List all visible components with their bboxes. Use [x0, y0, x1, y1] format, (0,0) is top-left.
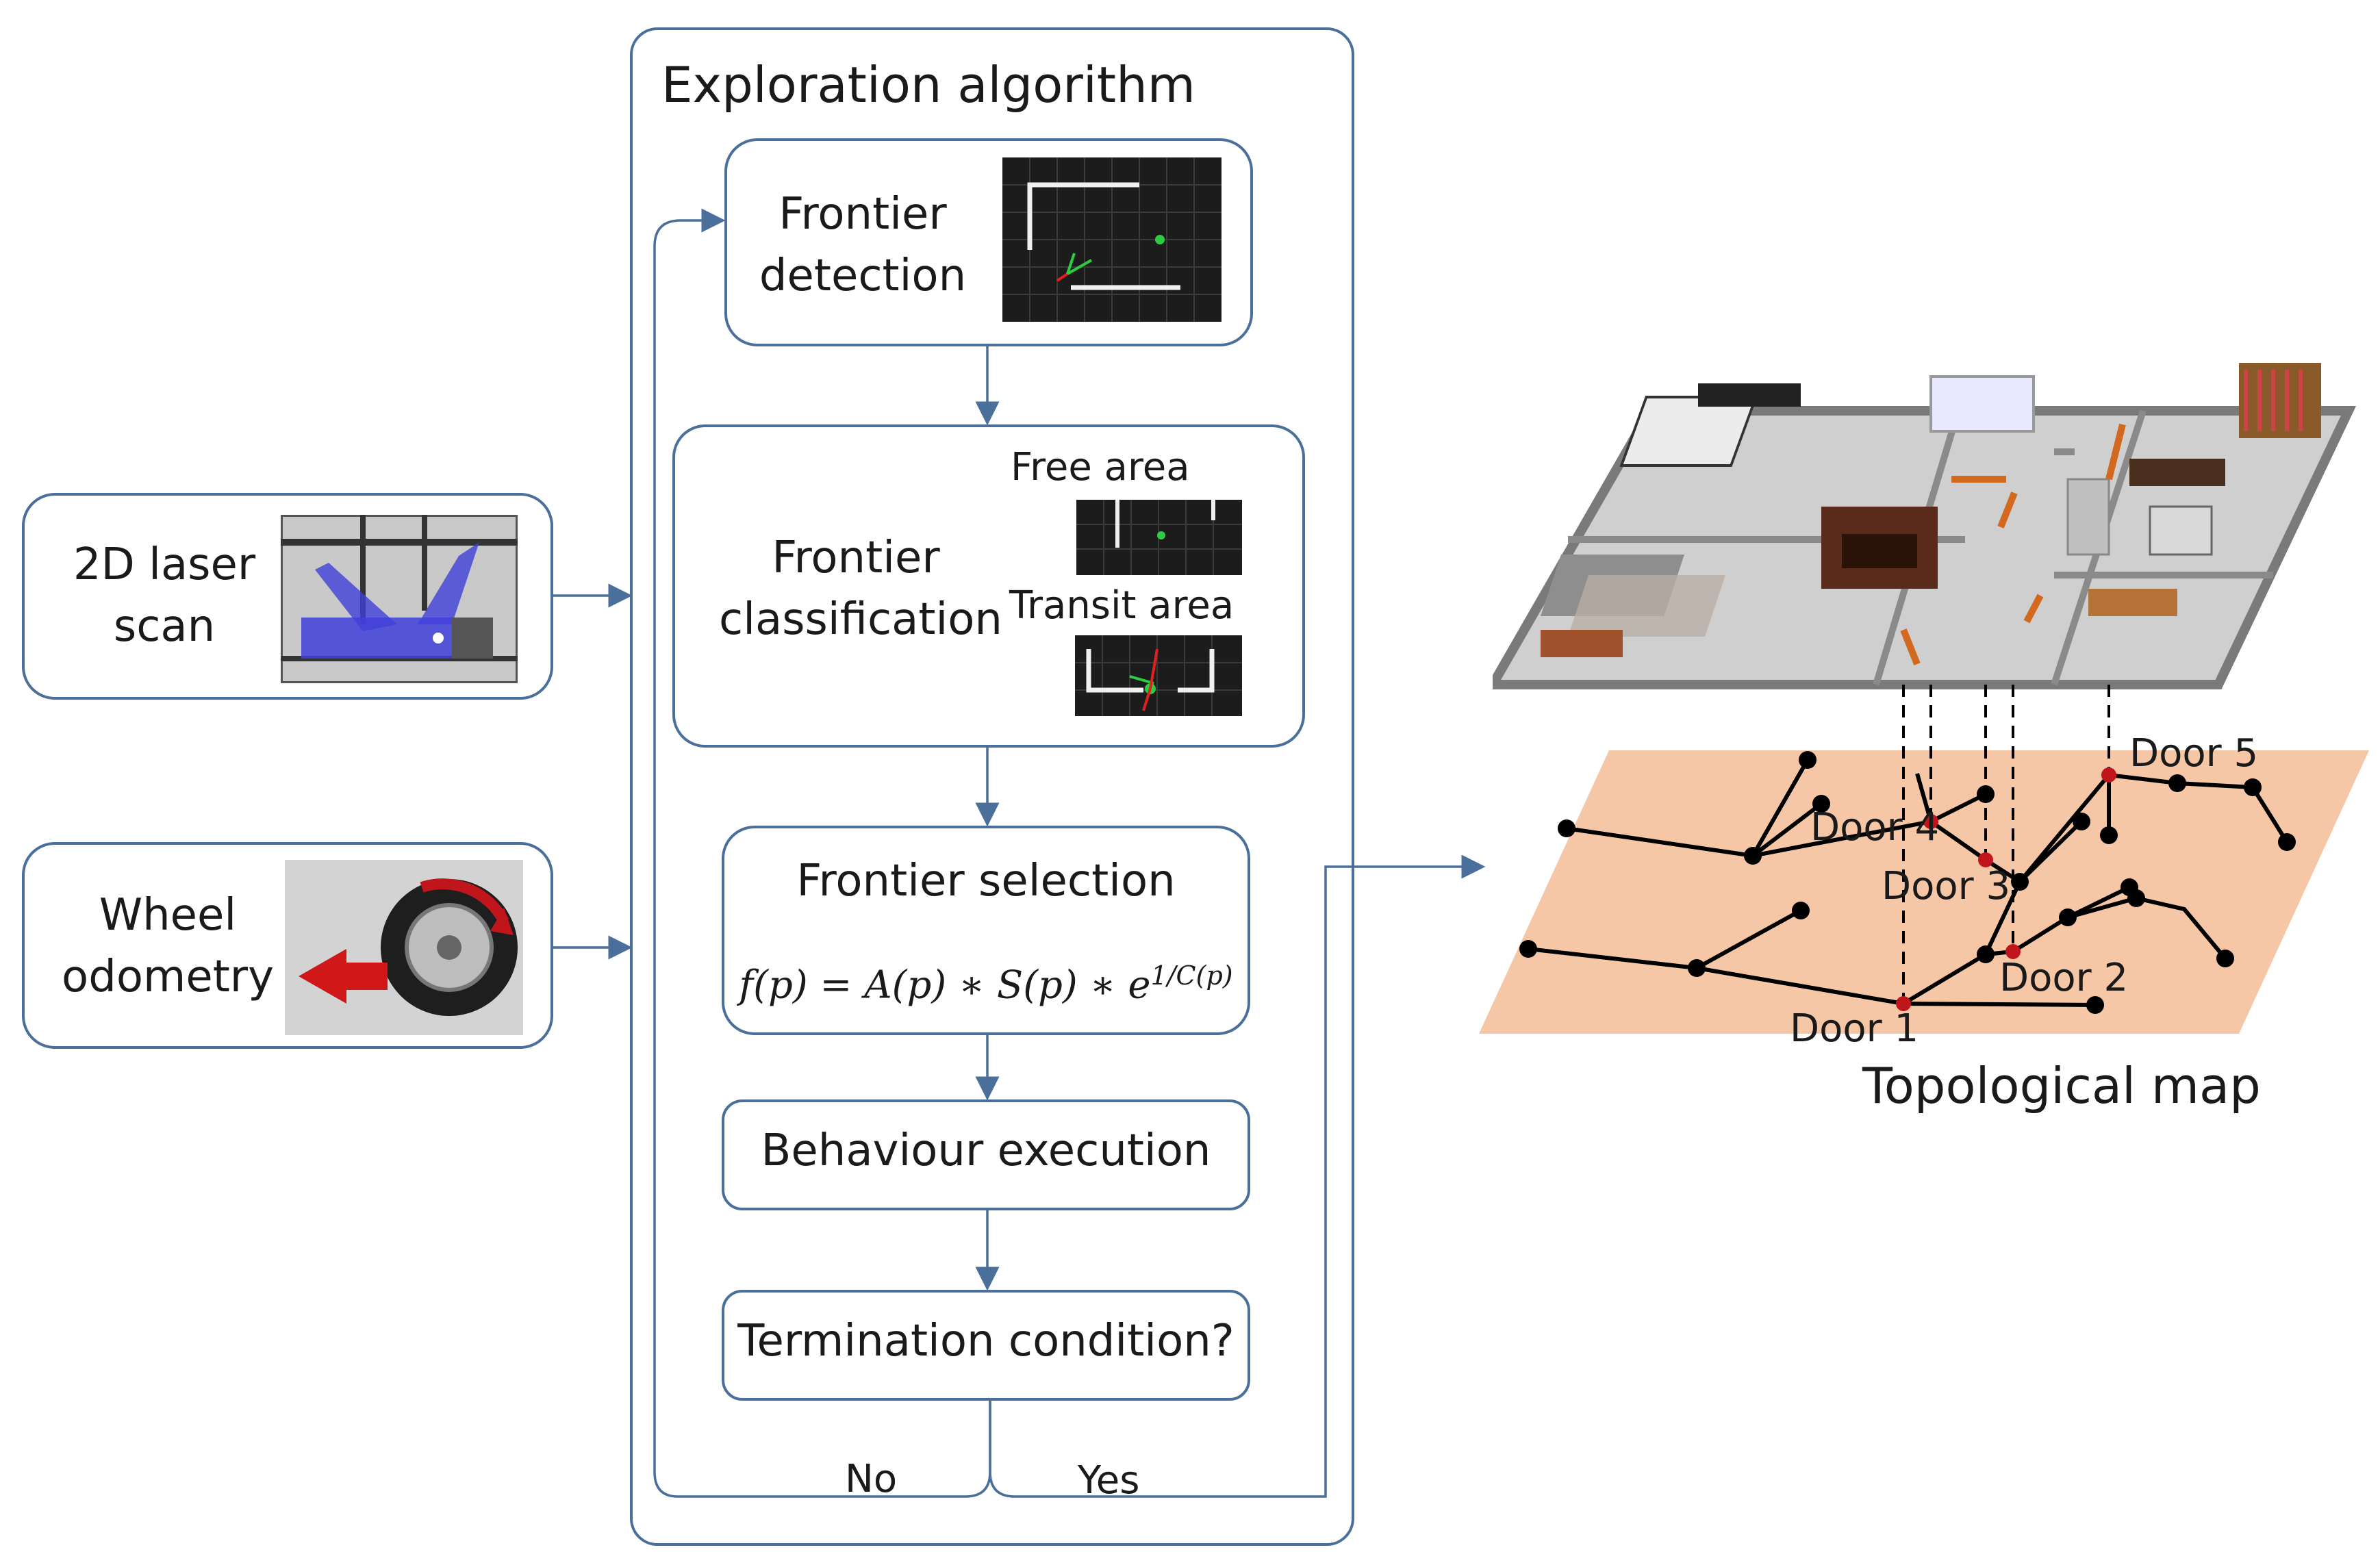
frontier-selection-title: Frontier selection: [796, 856, 1176, 906]
wheel-odometry-label-line1: Wheel: [99, 890, 237, 941]
frontier-classification-line2: classification: [719, 594, 1002, 645]
behaviour-execution-label: Behaviour execution: [761, 1125, 1211, 1176]
wheel-odometry-label-line2: odometry: [62, 952, 274, 1002]
no-label: No: [845, 1457, 898, 1501]
door-2-label: Door 2: [1999, 956, 2129, 1000]
formula-exponent: 1/C(p): [1150, 961, 1233, 991]
free-area-label: Free area: [1011, 445, 1190, 489]
transit-area-image: [1075, 635, 1242, 716]
door-1-label: Door 1: [1790, 1006, 1919, 1051]
frontier-classification-line1: Frontier: [772, 533, 940, 583]
topological-map: [1479, 685, 2369, 1034]
frontier-classification-label: Frontier classification: [719, 527, 1002, 650]
frontier-selection-box: [722, 826, 1250, 1035]
wheel-odometry-label: Wheel odometry: [41, 885, 294, 1008]
door-3-label: Door 3: [1882, 864, 2011, 908]
exploration-algorithm-title: Exploration algorithm: [661, 56, 1195, 114]
topological-map-caption: Topological map: [1862, 1057, 2261, 1115]
formula-main: f(p) = A(p) ∗ S(p) ∗ e: [739, 963, 1151, 1008]
transit-area-label: Transit area: [1009, 583, 1235, 628]
frontier-selection-formula: f(p) = A(p) ∗ S(p) ∗ e1/C(p): [722, 952, 1250, 1010]
laser-scan-image: [281, 515, 518, 683]
frontier-detection-label: Frontier detection: [746, 183, 979, 307]
door-4-label: Door 4: [1810, 805, 1940, 850]
wheel-image: [285, 860, 523, 1035]
laser-scan-label-line1: 2D laser: [73, 539, 256, 590]
frontier-detection-image: [1002, 157, 1221, 322]
frontier-detection-line2: detection: [759, 251, 967, 301]
floor-plan-image: [1493, 363, 2357, 689]
free-area-image: [1076, 500, 1242, 575]
laser-scan-label-line2: scan: [113, 601, 216, 652]
frontier-detection-line1: Frontier: [778, 189, 947, 240]
termination-condition-box: [722, 1290, 1250, 1401]
behaviour-execution-box: [722, 1099, 1250, 1210]
door-5-label: Door 5: [2129, 731, 2259, 776]
termination-condition-label: Termination condition?: [737, 1316, 1235, 1366]
laser-scan-label: 2D laser scan: [41, 534, 288, 657]
yes-label: Yes: [1078, 1458, 1140, 1503]
